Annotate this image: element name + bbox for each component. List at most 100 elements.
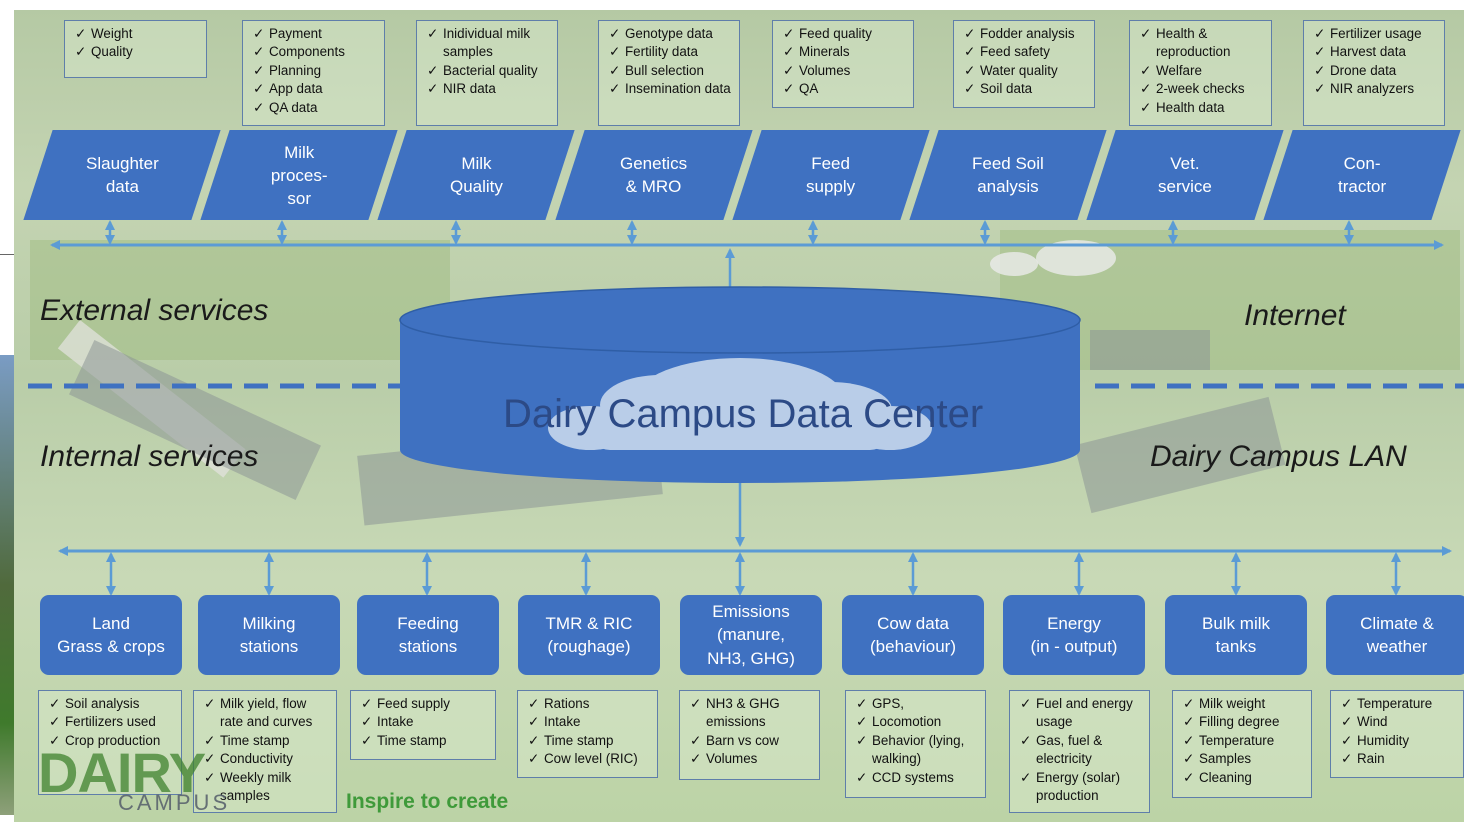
internet-label: Internet	[1244, 299, 1346, 332]
service-cow-data-behaviour: Cow data (behaviour)	[842, 595, 984, 675]
detail-item: Milk yield, flow rate and curves	[204, 695, 332, 732]
detail-item: QA	[783, 80, 909, 99]
detail-item: Welfare	[1140, 62, 1267, 81]
detail-item: Payment	[253, 25, 380, 44]
detail-item: Rations	[528, 695, 653, 714]
data-center-label: Dairy Campus Data Center	[503, 392, 984, 436]
detail-item: Fertilizer usage	[1314, 25, 1440, 44]
service-title: Feed Soil analysis	[972, 154, 1044, 196]
service-title: Feed supply	[806, 154, 856, 196]
detail-item: Milk weight	[1183, 695, 1307, 714]
details-box-cow-data-behaviour: GPS,LocomotionBehavior (lying, walking)C…	[845, 690, 986, 798]
details-list: Fodder analysisFeed safetyWater qualityS…	[964, 25, 1090, 99]
details-box-tmr-ric-roughage: RationsIntakeTime stampCow level (RIC)	[517, 690, 658, 778]
service-feed-supply: Feed supply	[732, 130, 930, 220]
external-services-label: External services	[40, 294, 269, 327]
service-milk-proces-sor: Milk proces- sor	[200, 130, 398, 220]
details-list: NH3 & GHG emissionsBarn vs cowVolumes	[690, 695, 815, 769]
logo-subtext: CAMPUS	[118, 790, 231, 815]
details-box-emissions-manure-nh3-ghg: NH3 & GHG emissionsBarn vs cowVolumes	[679, 690, 820, 780]
details-box-slaughter-data: WeightQuality	[64, 20, 207, 78]
edge-tick	[0, 254, 14, 255]
service-con-tractor: Con- tractor	[1263, 130, 1461, 220]
details-list: Feed qualityMineralsVolumesQA	[783, 25, 909, 99]
detail-item: Fertilizers used	[49, 713, 177, 732]
service-title: Milk Quality	[449, 154, 503, 196]
detail-item: Feed supply	[361, 695, 491, 714]
detail-item: Bacterial quality	[427, 62, 553, 81]
detail-item: Weekly milk samples	[204, 769, 332, 806]
detail-item: Weight	[75, 25, 202, 44]
details-box-milk-quality: Inidividual milk samplesBacterial qualit…	[416, 20, 558, 126]
detail-item: Quality	[75, 43, 202, 62]
detail-item: Fertility data	[609, 43, 735, 62]
detail-item: Humidity	[1341, 732, 1459, 751]
details-list: Milk yield, flow rate and curvesTime sta…	[204, 695, 332, 805]
detail-item: Insemination data	[609, 80, 735, 99]
detail-item: Components	[253, 43, 380, 62]
detail-item: Planning	[253, 62, 380, 81]
detail-item: Fodder analysis	[964, 25, 1090, 44]
detail-item: Wind	[1341, 713, 1459, 732]
detail-item: Minerals	[783, 43, 909, 62]
service-land-grass-crops: Land Grass & crops	[40, 595, 182, 675]
details-list: WeightQuality	[75, 25, 202, 62]
details-list: Soil analysisFertilizers usedCrop produc…	[49, 695, 177, 751]
details-list: GPS,LocomotionBehavior (lying, walking)C…	[856, 695, 981, 787]
detail-item: Inidividual milk samples	[427, 25, 553, 62]
detail-item: Cow level (RIC)	[528, 750, 653, 769]
details-list: PaymentComponentsPlanningApp dataQA data	[253, 25, 380, 117]
details-box-milk-proces-sor: PaymentComponentsPlanningApp dataQA data	[242, 20, 385, 126]
detail-item: Intake	[361, 713, 491, 732]
detail-item: Barn vs cow	[690, 732, 815, 751]
service-title: Slaughter data	[85, 154, 159, 196]
tagline: Inspire to create	[346, 790, 509, 813]
detail-item: Bull selection	[609, 62, 735, 81]
details-list: Feed supplyIntakeTime stamp	[361, 695, 491, 751]
service-milking-stations: Milking stations	[198, 595, 340, 675]
service-title: Con- tractor	[1337, 154, 1387, 196]
detail-item: Fuel and energy usage	[1020, 695, 1145, 732]
detail-item: Soil analysis	[49, 695, 177, 714]
silo	[990, 252, 1038, 276]
detail-item: Feed quality	[783, 25, 909, 44]
detail-item: Locomotion	[856, 713, 981, 732]
service-bulk-milk-tanks: Bulk milk tanks	[1165, 595, 1307, 675]
detail-item: Intake	[528, 713, 653, 732]
details-list: RationsIntakeTime stampCow level (RIC)	[528, 695, 653, 769]
detail-item: Harvest data	[1314, 43, 1440, 62]
details-box-climate-weather: TemperatureWindHumidityRain	[1330, 690, 1464, 778]
detail-item: Time stamp	[361, 732, 491, 751]
detail-item: 2-week checks	[1140, 80, 1267, 99]
detail-item: Temperature	[1183, 732, 1307, 751]
farm-building	[1090, 330, 1210, 370]
detail-item: CCD systems	[856, 769, 981, 788]
detail-item: Filling degree	[1183, 713, 1307, 732]
internal-services-label: Internal services	[40, 440, 259, 473]
logo-text: DAIRY	[38, 741, 206, 804]
detail-item: Behavior (lying, walking)	[856, 732, 981, 769]
details-box-bulk-milk-tanks: Milk weightFilling degreeTemperatureSamp…	[1172, 690, 1312, 798]
details-box-feeding-stations: Feed supplyIntakeTime stamp	[350, 690, 496, 760]
details-box-land-grass-crops: Soil analysisFertilizers usedCrop produc…	[38, 690, 182, 795]
detail-item: Cleaning	[1183, 769, 1307, 788]
details-list: Fuel and energy usageGas, fuel & electri…	[1020, 695, 1145, 805]
service-feeding-stations: Feeding stations	[357, 595, 499, 675]
cylinder-top	[399, 286, 1081, 354]
detail-item: Feed safety	[964, 43, 1090, 62]
dairy-campus-logo: DAIRY CAMPUS	[38, 741, 278, 815]
details-list: TemperatureWindHumidityRain	[1341, 695, 1459, 769]
detail-item: Health data	[1140, 99, 1267, 118]
details-list: Health & reproductionWelfare2-week check…	[1140, 25, 1267, 117]
details-box-feed-supply: Feed qualityMineralsVolumesQA	[772, 20, 914, 108]
service-feed-soil-analysis: Feed Soil analysis	[909, 130, 1107, 220]
detail-item: Soil data	[964, 80, 1090, 99]
service-climate-weather: Climate & weather	[1326, 595, 1464, 675]
detail-item: Conductivity	[204, 750, 332, 769]
service-genetics-mro: Genetics & MRO	[555, 130, 753, 220]
detail-item: Genotype data	[609, 25, 735, 44]
details-list: Genotype dataFertility dataBull selectio…	[609, 25, 735, 99]
detail-item: Energy (solar) production	[1020, 769, 1145, 806]
detail-item: QA data	[253, 99, 380, 118]
